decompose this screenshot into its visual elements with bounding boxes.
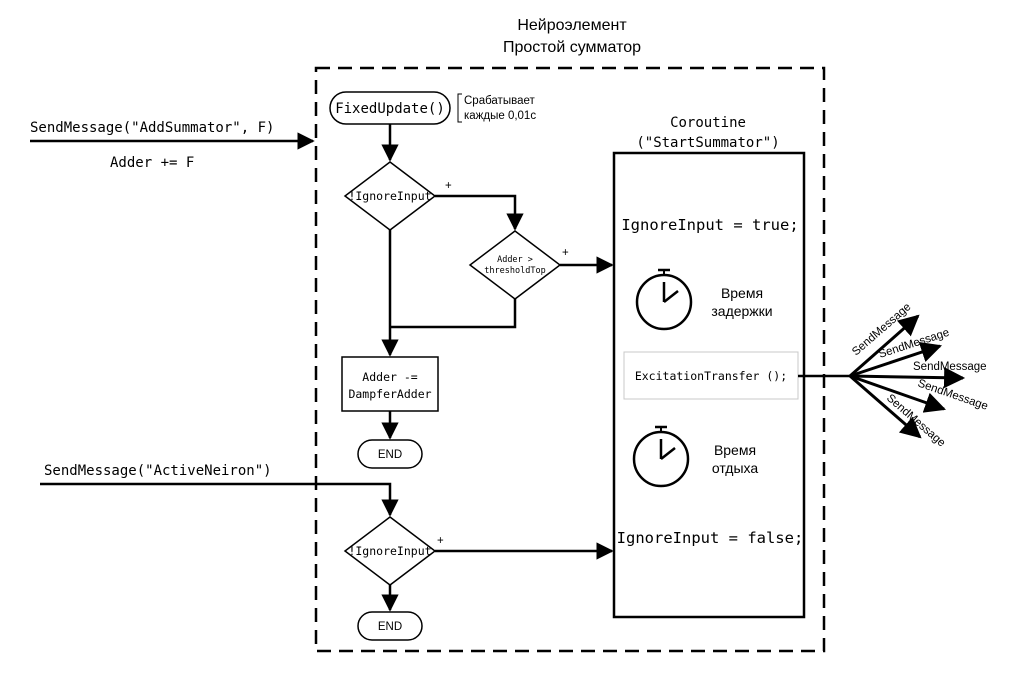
delay-label-line1: Время <box>721 285 763 301</box>
delay-label-line2: задержки <box>711 303 772 319</box>
input-activeneiron-label: SendMessage("ActiveNeiron") <box>44 463 272 479</box>
ignore-input-label-1: !IgnoreInput <box>348 189 431 203</box>
adder-threshold-decision <box>468 230 562 300</box>
plus-label-3: + <box>437 535 444 547</box>
adder-cond-line2: thresholdTop <box>484 266 545 276</box>
input-activeneiron-arrow <box>40 482 399 517</box>
neuron-boundary <box>314 66 826 653</box>
flow-merge-line <box>390 299 517 329</box>
output-fan <box>849 314 966 439</box>
end-terminal-1 <box>357 439 423 469</box>
diagram-title: Нейроэлемент <box>517 17 627 34</box>
end-label-1: END <box>378 449 402 461</box>
fixed-note-line2: каждые 0,01с <box>464 110 536 122</box>
fixed-note-line1: Срабатывает <box>464 95 535 107</box>
plus-label-1: + <box>445 180 452 192</box>
flow-arrow-yes-1 <box>435 194 524 231</box>
damp-process-node <box>341 356 439 412</box>
damp-line2: DampferAdder <box>348 387 431 401</box>
ignore-false-statement: IgnoreInput = false; <box>617 529 804 547</box>
excitation-transfer-label: ExcitationTransfer (); <box>635 369 787 383</box>
stopwatch-icon <box>632 425 690 488</box>
end-label-2: END <box>378 621 402 633</box>
send-message-label-3: SendMessage <box>913 361 987 373</box>
coroutine-title-line2: ("StartSummator") <box>636 135 779 151</box>
ignore-input-label-2: !IgnoreInput <box>348 544 431 558</box>
rest-label-line1: Время <box>714 442 756 458</box>
plus-label-2: + <box>562 247 569 259</box>
input-addsummator-label: SendMessage("AddSummator", F) <box>30 120 274 136</box>
coroutine-box <box>612 151 806 619</box>
end-terminal-2 <box>357 611 423 641</box>
coroutine-title-line1: Coroutine <box>670 115 746 131</box>
send-message-label-4: SendMessage <box>916 377 989 412</box>
adder-cond-line1: Adder > <box>497 255 533 265</box>
stopwatch-icon <box>635 268 693 331</box>
ignore-true-statement: IgnoreInput = true; <box>621 216 798 234</box>
adder-increment-label: Adder += F <box>110 155 194 171</box>
damp-line1: Adder -= <box>362 370 417 384</box>
excitation-transfer-box <box>623 351 799 400</box>
rest-label-line2: отдыха <box>712 460 759 476</box>
note-bracket <box>457 93 462 123</box>
send-message-label-5: SendMessage <box>884 392 947 449</box>
diagram-subtitle: Простой сумматор <box>503 39 641 56</box>
fixed-update-label: FixedUpdate() <box>335 101 445 117</box>
